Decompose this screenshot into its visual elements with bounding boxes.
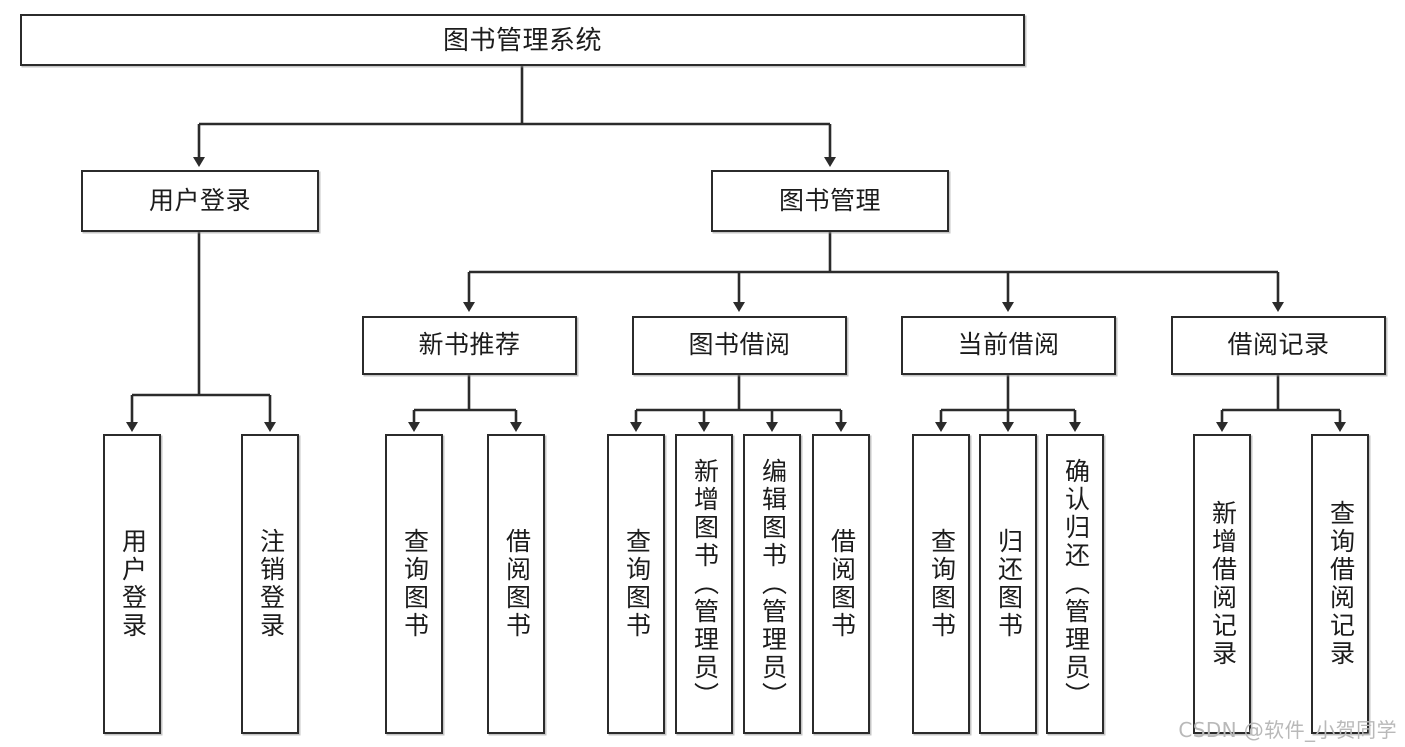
node-book-borrow[interactable]: 图书借阅 xyxy=(632,316,847,375)
node-label: 确认归还（管理员） xyxy=(1061,458,1090,710)
leaf-query-book-recommend[interactable]: 查询图书 xyxy=(385,434,443,734)
node-current-borrow[interactable]: 当前借阅 xyxy=(901,316,1116,375)
node-label: 当前借阅 xyxy=(957,331,1060,359)
node-label: 用户登录 xyxy=(148,186,251,215)
leaf-confirm-return-admin[interactable]: 确认归还（管理员） xyxy=(1046,434,1104,734)
node-label: 新增借阅记录 xyxy=(1208,500,1237,668)
node-borrow-record[interactable]: 借阅记录 xyxy=(1171,316,1386,375)
leaf-add-book-admin[interactable]: 新增图书（管理员） xyxy=(675,434,733,734)
node-user-login[interactable]: 用户登录 xyxy=(81,170,319,232)
leaf-edit-book-admin[interactable]: 编辑图书（管理员） xyxy=(743,434,801,734)
node-label: 查询图书 xyxy=(400,528,429,640)
csdn-watermark: CSDN @软件_小贺同学 xyxy=(1178,718,1397,742)
node-label: 编辑图书（管理员） xyxy=(758,458,787,710)
leaf-query-book-current[interactable]: 查询图书 xyxy=(912,434,970,734)
node-label: 用户登录 xyxy=(118,528,147,640)
leaf-user-login[interactable]: 用户登录 xyxy=(103,434,161,734)
node-label: 图书管理系统 xyxy=(442,24,602,55)
node-label: 图书借阅 xyxy=(688,331,791,359)
leaf-logout-login[interactable]: 注销登录 xyxy=(241,434,299,734)
leaf-query-book-borrow[interactable]: 查询图书 xyxy=(607,434,665,734)
node-label: 新增图书（管理员） xyxy=(690,458,719,710)
node-root-book-management-system[interactable]: 图书管理系统 xyxy=(20,14,1025,66)
leaf-borrow-book[interactable]: 借阅图书 xyxy=(812,434,870,734)
node-label: 查询图书 xyxy=(622,528,651,640)
node-label: 查询借阅记录 xyxy=(1326,500,1355,668)
node-label: 注销登录 xyxy=(256,528,285,640)
node-label: 图书管理 xyxy=(778,186,881,215)
node-label: 新书推荐 xyxy=(418,331,521,359)
leaf-borrow-book-recommend[interactable]: 借阅图书 xyxy=(487,434,545,734)
leaf-query-borrow-record[interactable]: 查询借阅记录 xyxy=(1311,434,1369,734)
node-new-book-recommend[interactable]: 新书推荐 xyxy=(362,316,577,375)
node-label: 借阅图书 xyxy=(827,528,856,640)
node-label: 归还图书 xyxy=(994,528,1023,640)
leaf-return-book[interactable]: 归还图书 xyxy=(979,434,1037,734)
leaf-add-borrow-record[interactable]: 新增借阅记录 xyxy=(1193,434,1251,734)
node-label: 借阅记录 xyxy=(1227,331,1330,359)
node-label: 查询图书 xyxy=(927,528,956,640)
node-label: 借阅图书 xyxy=(502,528,531,640)
node-book-management[interactable]: 图书管理 xyxy=(711,170,949,232)
